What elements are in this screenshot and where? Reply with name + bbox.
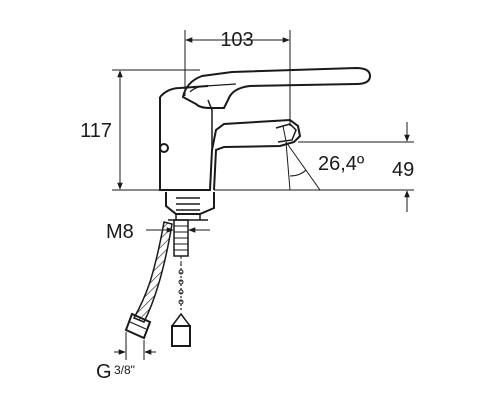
angle-label: 26,4º [318, 153, 365, 175]
hose-connection-dimension: G 3/8" [96, 332, 156, 383]
width-dimension: 103 [184, 29, 291, 126]
thread-label: M8 [106, 221, 134, 243]
angle-dimension: 26,4º [285, 141, 365, 191]
height-dimension: 117 [80, 69, 200, 191]
thread-dimension: M8 [106, 221, 210, 243]
spout-height-dimension: 49 [214, 122, 414, 212]
mounting-nut [165, 192, 215, 221]
popup-chain [171, 264, 191, 347]
hose-connection-fraction: 3/8" [114, 363, 135, 377]
spout-height-label: 49 [392, 159, 414, 181]
width-label: 103 [220, 29, 253, 51]
braided-hose [124, 221, 173, 340]
height-label: 117 [80, 120, 112, 142]
faucet-body [159, 85, 302, 191]
hose-connection-label: G [96, 361, 112, 383]
lever-handle [181, 66, 372, 109]
threaded-stud [173, 219, 189, 264]
